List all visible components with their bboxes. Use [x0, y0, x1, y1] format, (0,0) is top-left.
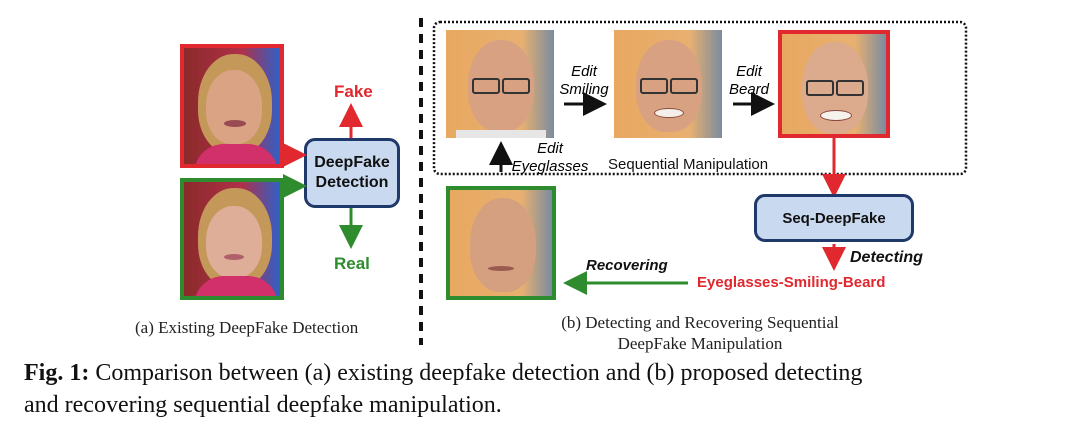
panel-a-caption: (a) Existing DeepFake Detection [135, 318, 359, 337]
seq-deepfake-box: Seq-DeepFake [754, 194, 914, 242]
edit-beard-label: Edit Beard [728, 63, 770, 98]
figure-number: Fig. 1: [24, 360, 90, 386]
real-label: Real [334, 254, 370, 273]
figure-caption: Fig. 1: Comparison between (a) existing … [24, 360, 863, 418]
real-face-image [180, 178, 284, 300]
deepfake-detection-box: DeepFake Detection [304, 138, 400, 208]
fake-face-image [180, 44, 284, 168]
manipulated-face-image [778, 30, 890, 138]
detector-label-line1: DeepFake [314, 154, 390, 171]
recovering-label: Recovering [586, 257, 668, 274]
original-face-image [446, 30, 554, 138]
detected-sequence-label: Eyeglasses-Smiling-Beard [697, 274, 886, 291]
fake-label: Fake [334, 82, 373, 101]
detecting-label: Detecting [850, 249, 923, 266]
eyeglasses-edited-face-image [614, 30, 722, 138]
panel-b-caption: (b) Detecting and Recovering Sequential … [561, 313, 839, 353]
edit-smiling-label: Edit Smiling [559, 63, 609, 98]
sequential-manipulation-label: Sequential Manipulation [608, 156, 769, 173]
recovered-face-image [446, 186, 556, 300]
sequential-manipulation-box [432, 20, 968, 176]
detector-label-line2: Detection [315, 174, 389, 191]
edit-eyeglasses-label: Edit Eyeglasses [511, 140, 589, 175]
